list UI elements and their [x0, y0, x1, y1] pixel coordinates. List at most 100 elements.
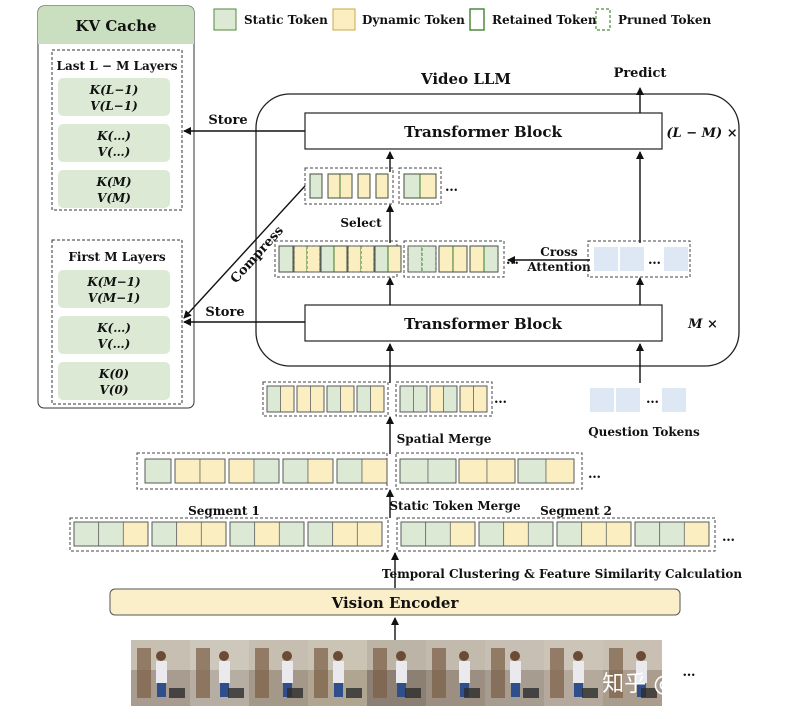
video-llm-title: Video LLM	[420, 70, 511, 88]
token-cell	[357, 173, 371, 199]
video-frame	[485, 640, 544, 706]
person-head	[156, 651, 166, 661]
static-token	[517, 458, 547, 484]
static-token	[413, 385, 428, 413]
token-cell	[282, 458, 334, 484]
video-llm-frame	[255, 93, 740, 367]
dynamic-token	[503, 521, 529, 547]
video-frame	[367, 640, 426, 706]
legend-dynamic-label: Dynamic Token	[362, 13, 465, 27]
dynamic-token	[438, 245, 454, 273]
spatial-merged-row: ……	[262, 381, 686, 417]
kv-first-group	[51, 239, 183, 405]
dynamic-token	[581, 521, 607, 547]
token-cell	[309, 173, 323, 199]
static-token	[98, 521, 124, 547]
dynamic-token	[174, 458, 201, 484]
static-token	[229, 521, 256, 547]
legend-dynamic-swatch	[332, 8, 356, 31]
dynamic-token	[683, 521, 710, 547]
token-cell	[634, 521, 710, 547]
token-cell	[229, 521, 305, 547]
dynamic-token	[449, 521, 476, 547]
kv-value-label: V(0)	[99, 383, 128, 397]
static-token	[253, 458, 280, 484]
dynamic-token	[473, 385, 488, 413]
token-cell	[73, 521, 149, 547]
static-token	[356, 385, 371, 413]
token-cell	[278, 245, 294, 273]
frames-ellipsis: …	[683, 665, 696, 680]
dynamic-token	[296, 385, 311, 413]
video-frame	[426, 640, 485, 706]
token-cell	[429, 385, 458, 413]
kv-key-label: K(…)	[96, 129, 131, 143]
static-token	[478, 521, 505, 547]
dynamic-token	[327, 173, 341, 199]
video-llm: Video LLM Predict Transformer Block (L −…	[255, 66, 740, 367]
person-body	[510, 661, 521, 683]
token-cell	[356, 385, 385, 413]
kv-value-label: V(L−1)	[90, 99, 138, 113]
person-head	[459, 651, 469, 661]
question-tokens-label: Question Tokens	[588, 425, 700, 439]
kv-value-label: V(M)	[97, 191, 131, 205]
token-cell	[336, 458, 388, 484]
token-cell	[228, 458, 280, 484]
vision-encoder-box	[109, 588, 681, 616]
dynamic-token	[339, 173, 353, 199]
static-token-merge-label: Static Token Merge	[389, 499, 521, 513]
kv-entry	[58, 124, 170, 162]
token-cell	[296, 385, 325, 413]
kv-key-label: K(L−1)	[89, 83, 139, 97]
token-cell	[326, 385, 355, 413]
token-ellipsis: …	[588, 467, 601, 482]
static-token	[151, 521, 178, 547]
watermark: 知乎 @vasgaowei	[602, 672, 792, 697]
static-token	[144, 458, 172, 484]
dynamic-token	[332, 521, 358, 547]
dynamic-token	[469, 245, 485, 273]
token-cell	[403, 173, 437, 199]
kv-entry	[58, 78, 170, 116]
dynamic-token	[333, 245, 348, 273]
temporal-clustering-label: Temporal Clustering & Feature Similarity…	[382, 567, 742, 581]
legend-static-swatch	[213, 8, 237, 31]
static-token	[282, 458, 309, 484]
person-body	[333, 661, 344, 683]
dynamic-token	[459, 385, 474, 413]
person-body	[282, 661, 293, 683]
dynamic-token	[360, 245, 375, 273]
dynamic-token	[122, 521, 149, 547]
kv-key-label: K(M)	[95, 175, 131, 189]
static-token	[403, 173, 421, 199]
token-cell	[327, 173, 353, 199]
dynamic-token	[293, 245, 308, 273]
video-frame	[190, 640, 249, 706]
video-frame	[249, 640, 308, 706]
token-ellipsis: …	[722, 530, 735, 545]
spatial-merged-group-2	[395, 381, 493, 417]
segment-1-label: Segment 1	[188, 504, 260, 518]
video-frames	[131, 640, 662, 706]
dynamic-token	[199, 458, 226, 484]
kv-key-label: K(0)	[98, 367, 129, 381]
static-token	[400, 521, 427, 547]
select-label: Select	[340, 216, 382, 230]
dynamic-token	[340, 385, 355, 413]
legend-retained-label: Retained Token	[492, 13, 597, 27]
question-token	[594, 247, 618, 271]
predict-label: Predict	[614, 66, 667, 81]
person-head	[510, 651, 520, 661]
dynamic-token	[306, 245, 321, 273]
token-cell	[347, 245, 375, 273]
kv-value-label: V(…)	[98, 337, 131, 351]
kv-entry	[58, 170, 170, 208]
store-bottom-label: Store	[205, 305, 244, 320]
dynamic-token	[200, 521, 227, 547]
video-frame	[603, 640, 662, 706]
static-token	[421, 245, 437, 273]
static-token	[278, 245, 294, 273]
person-head	[333, 651, 343, 661]
